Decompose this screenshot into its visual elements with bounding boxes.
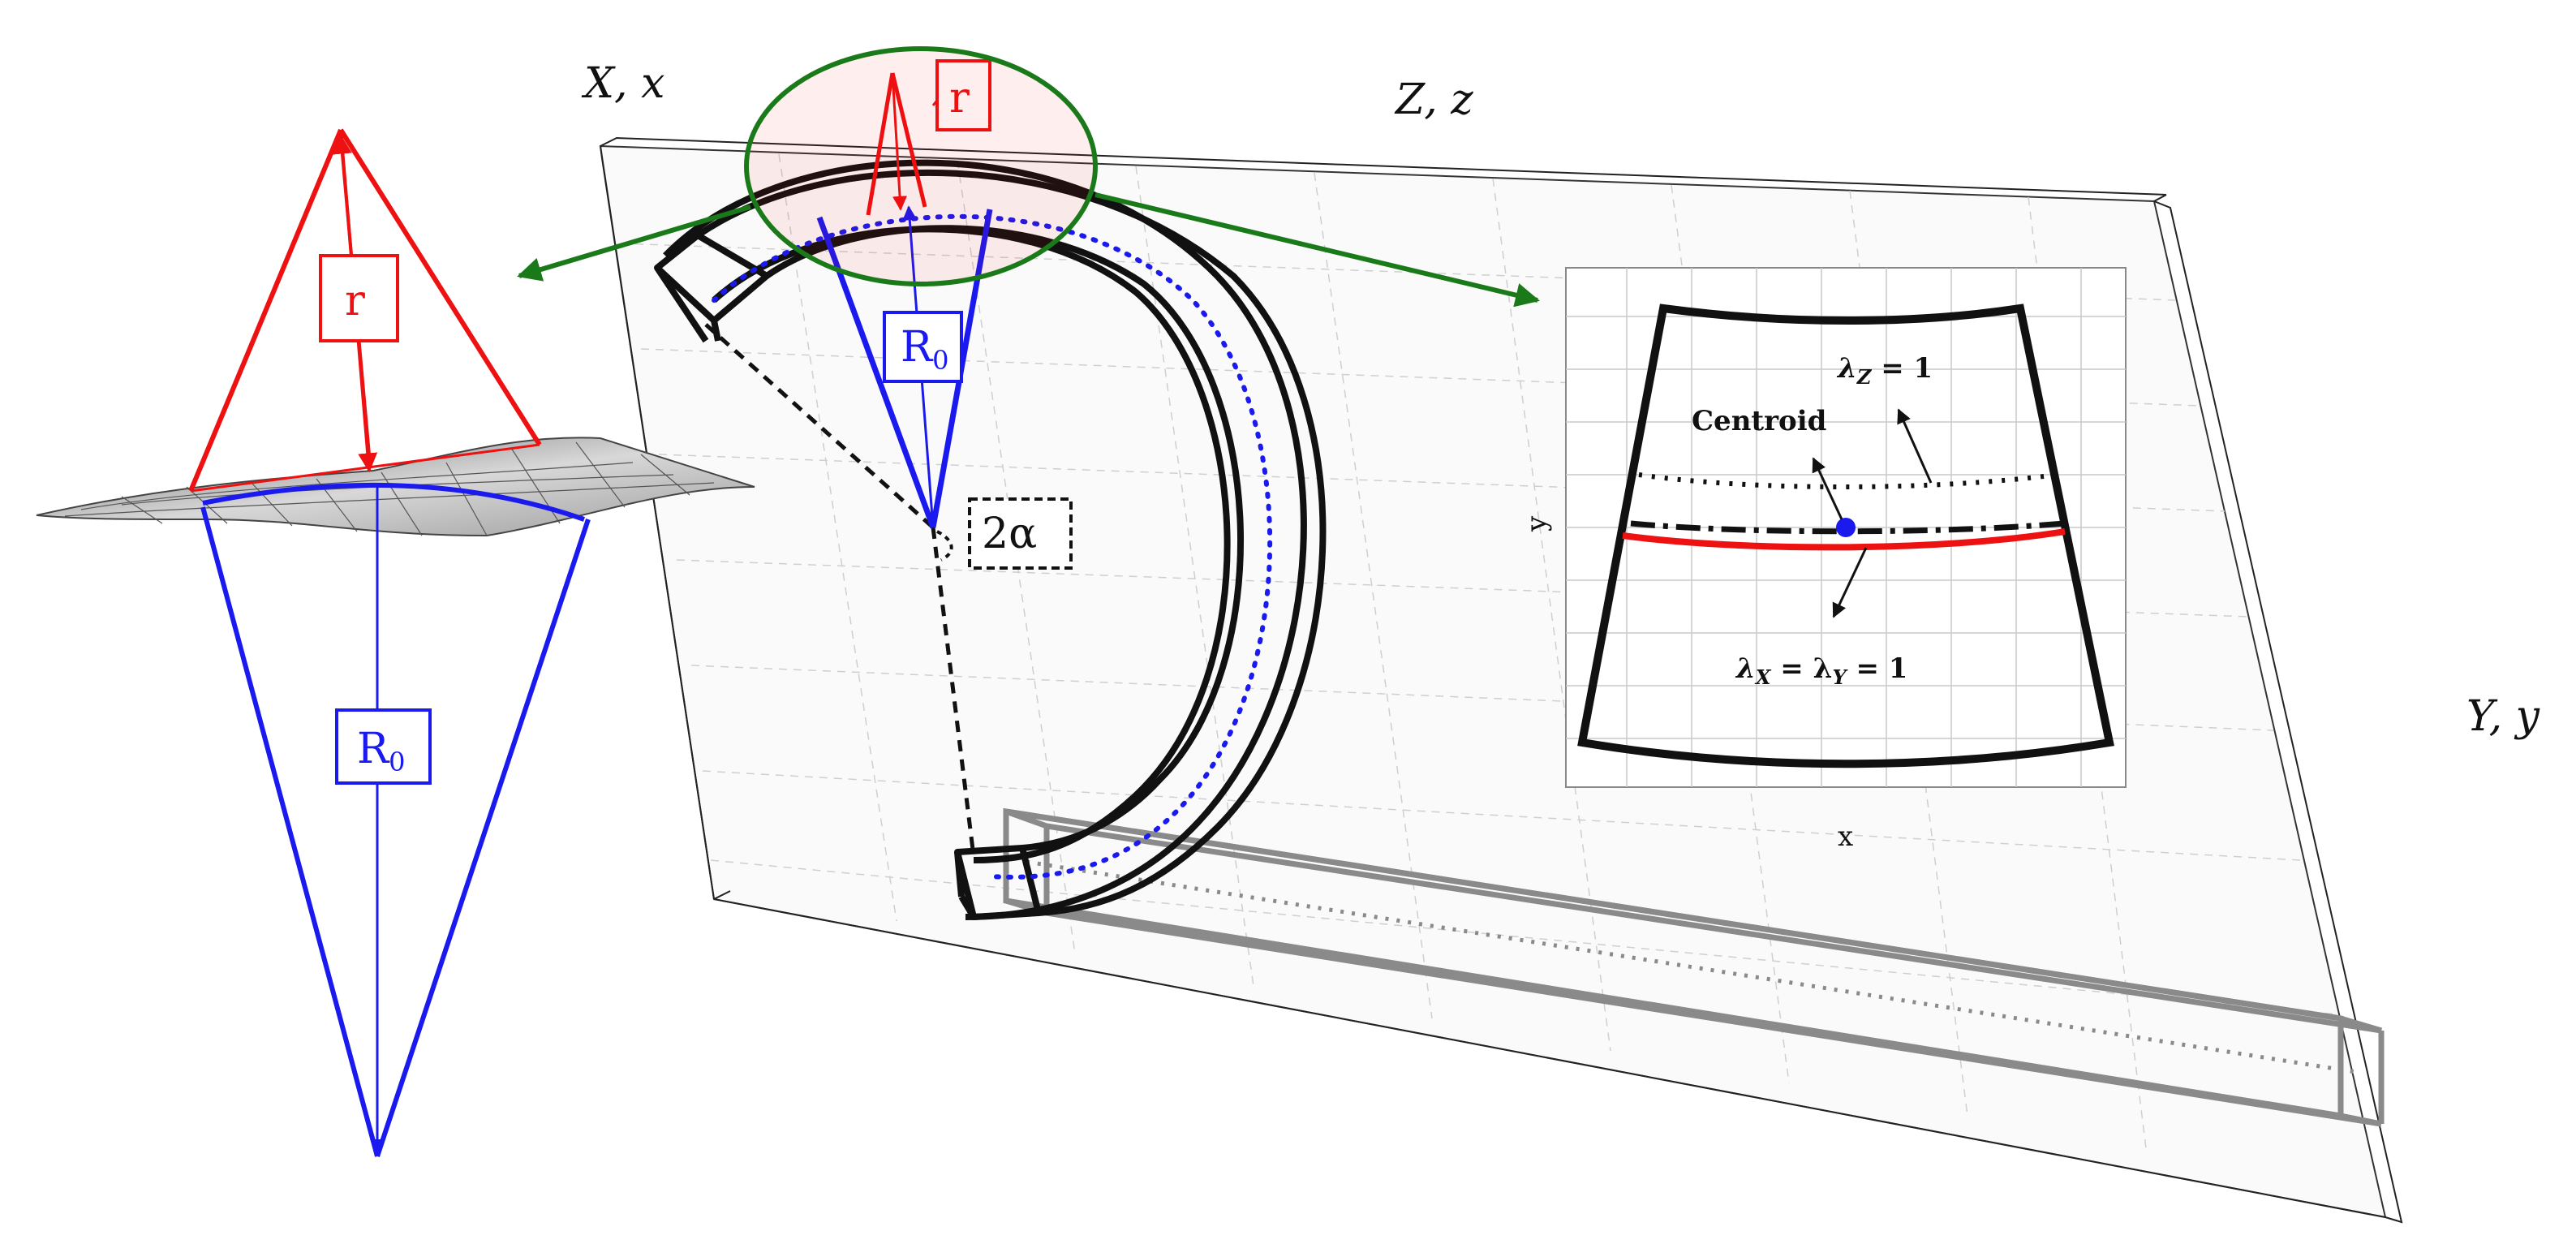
angle-lines <box>704 323 976 857</box>
lambda-z-label: λZ = 1 <box>1836 352 1933 389</box>
angle-box: 2α <box>968 497 1073 570</box>
y-axis-label: Y, y <box>2466 692 2540 741</box>
left-r-label: r <box>345 277 365 325</box>
z-axis-label: Z, z <box>1394 75 1473 124</box>
center-r-label: r <box>949 74 970 123</box>
center-R0-label: R0 <box>901 323 949 376</box>
lambda-xy-line <box>1622 528 2066 551</box>
lambda-xy-label: λX = λY = 1 <box>1735 652 1907 689</box>
lambda-z-line <box>1638 472 2058 489</box>
center-r-box: r <box>935 59 991 131</box>
inset-panel: λZ = 1 Centroid λX = λY = 1 y x <box>1520 267 2127 853</box>
cross-section-outline <box>1577 303 2114 768</box>
x-axis-label: X, x <box>581 59 664 108</box>
inset-x-axis-label: x <box>1838 820 1853 853</box>
left-R0-box: R0 <box>335 708 432 785</box>
left-R0-label: R0 <box>357 725 406 777</box>
zoom-arrow-right <box>1094 192 1540 308</box>
left-r-box: r <box>319 254 399 342</box>
left-R0-triangle <box>200 482 591 1157</box>
centroid-line <box>1630 520 2066 535</box>
angle-arc <box>936 530 953 562</box>
zoom-arrow-left <box>517 204 751 282</box>
angle-label: 2α <box>982 510 1037 558</box>
zoom-ellipse <box>744 46 1098 286</box>
inset-y-axis-label: y <box>1520 515 1553 532</box>
straight-beam-reference <box>1003 807 2385 1127</box>
centroid-dot <box>1836 518 1856 537</box>
curved-centroid-line <box>712 213 1273 880</box>
reference-box <box>599 136 2403 1224</box>
center-R0-box: R0 <box>883 311 963 383</box>
centroid-label: Centroid <box>1692 405 1826 437</box>
